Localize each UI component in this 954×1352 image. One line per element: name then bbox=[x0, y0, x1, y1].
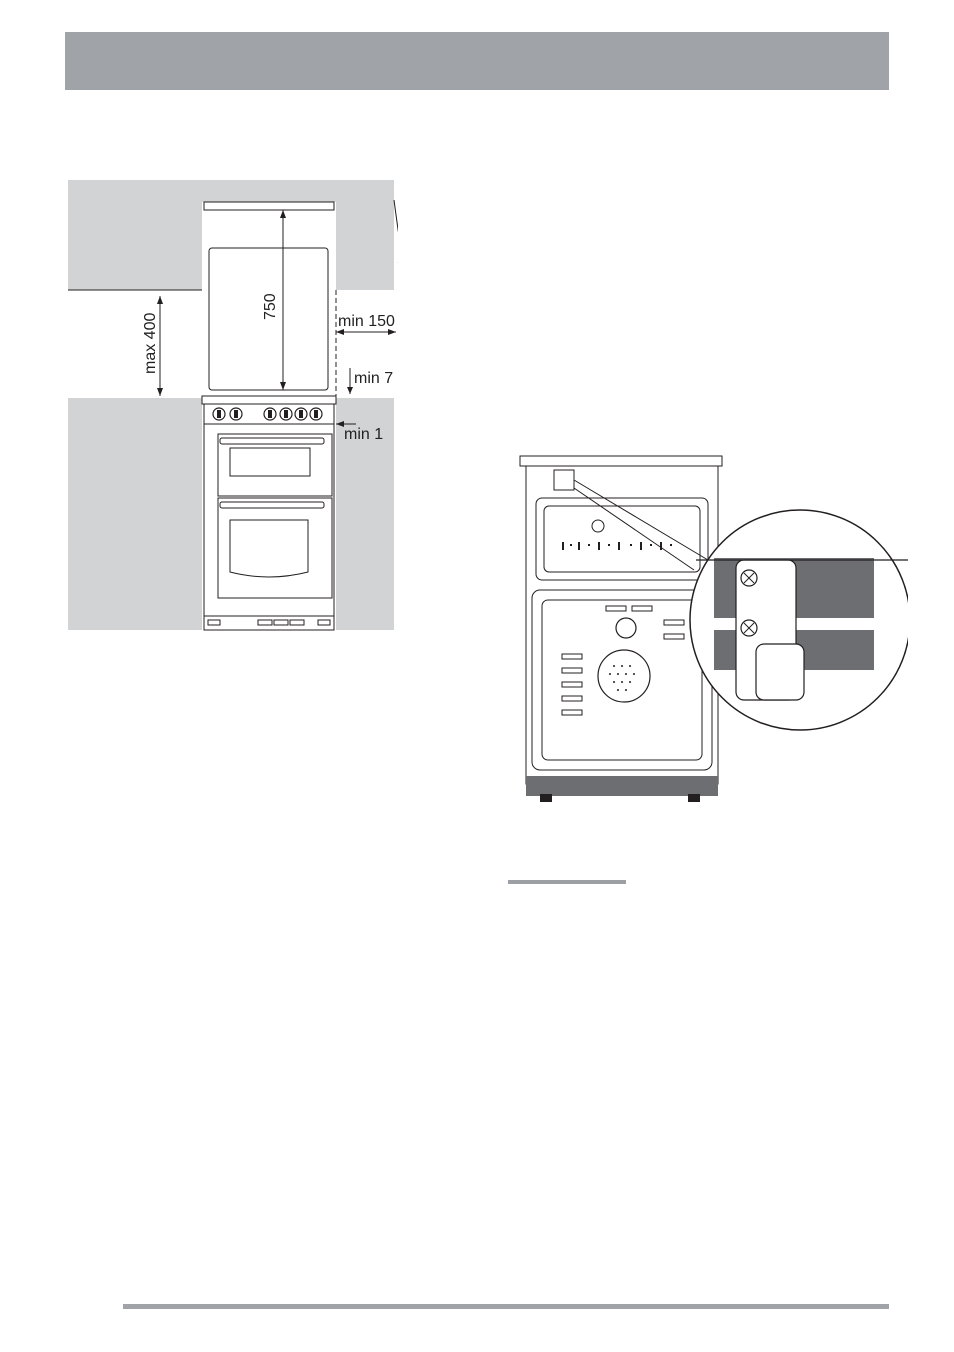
installation-diagram: 750 max 400 min 150 min 7 bbox=[68, 180, 398, 632]
section-divider bbox=[508, 880, 626, 884]
side-label: min 1 bbox=[344, 426, 383, 443]
height-label: 750 bbox=[262, 293, 279, 320]
left-wall bbox=[68, 398, 202, 630]
side-curtain-label: min 150 bbox=[338, 313, 395, 330]
clearance-top-label: max 400 bbox=[142, 313, 159, 374]
gap-label: min 7 bbox=[354, 370, 393, 387]
header-bar bbox=[65, 32, 889, 90]
rear-view-diagram bbox=[518, 440, 908, 810]
footer-bar bbox=[123, 1304, 889, 1309]
